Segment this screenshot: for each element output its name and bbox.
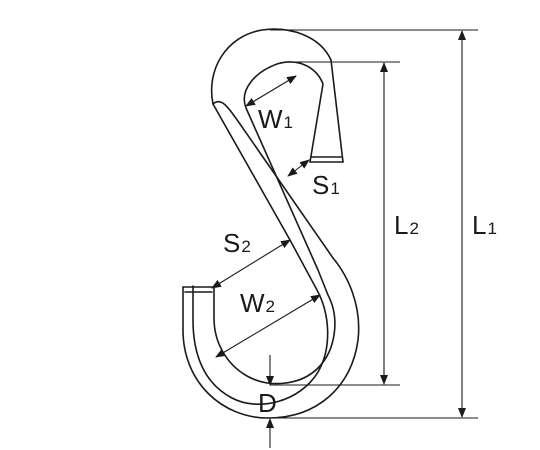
upper-hook-outer-outline — [192, 28, 344, 405]
w1-dimension-line — [245, 75, 297, 107]
label-w1: W1 — [258, 104, 293, 134]
s1-dimension-line — [287, 159, 310, 177]
label-w2: W2 — [240, 288, 275, 318]
lower-hook-outer-outline — [182, 100, 360, 419]
label-l2: L2 — [394, 210, 419, 240]
s-hook-drawing — [182, 28, 360, 419]
s2-dimension-line — [211, 239, 291, 289]
upper-hook-inner-outline — [213, 61, 336, 385]
label-l1: L1 — [472, 210, 497, 240]
dimension-lines — [211, 30, 466, 448]
label-s2: S2 — [223, 228, 251, 258]
w2-dimension-line — [215, 294, 321, 358]
label-s1: S1 — [312, 170, 340, 200]
extension-lines — [270, 29, 478, 419]
dimension-labels: W1 S1 S2 W2 L2 L1 D — [223, 104, 497, 418]
label-d: D — [258, 388, 277, 418]
